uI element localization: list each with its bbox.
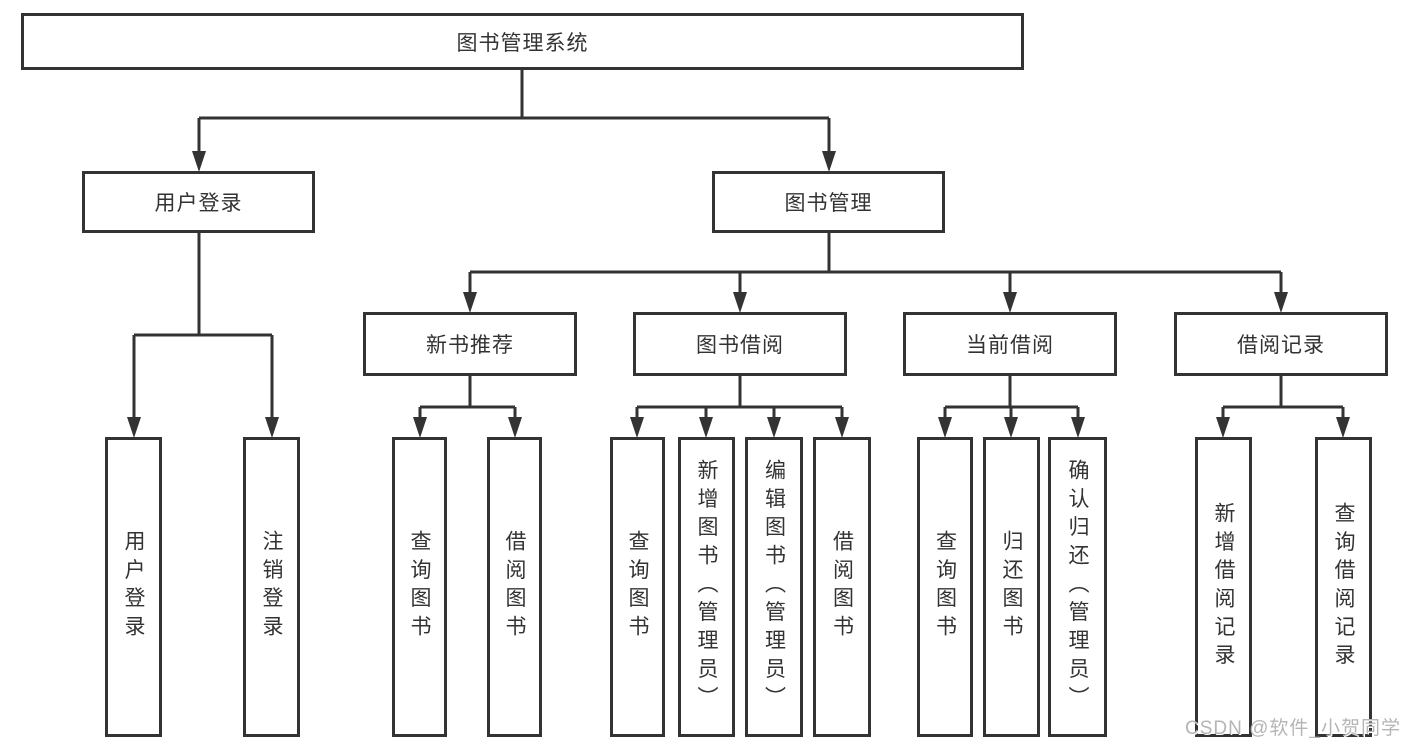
leaf-add-borrow-record: 新增借阅记录 (1195, 437, 1252, 737)
node-borrowing-records: 借阅记录 (1174, 312, 1388, 376)
node-label: 图书管理系统 (456, 31, 589, 55)
leaf-edit-books-admin: 编辑图书（管理员） (745, 437, 803, 737)
leaf-label: 查询图书 (408, 530, 431, 644)
leaf-label: 确认归还（管理员） (1066, 459, 1089, 715)
leaf-user-login: 用户登录 (105, 437, 162, 737)
leaf-label: 编辑图书（管理员） (762, 459, 786, 715)
node-label: 当前借阅 (966, 334, 1054, 357)
leaf-borrow-books: 借阅图书 (487, 437, 542, 737)
node-book-borrowing: 图书借阅 (633, 312, 847, 376)
leaf-confirm-return-admin: 确认归还（管理员） (1048, 437, 1107, 737)
node-label: 借阅记录 (1237, 334, 1325, 357)
node-label: 图书管理 (784, 192, 873, 215)
leaf-return-books: 归还图书 (983, 437, 1040, 737)
csdn-watermark: CSDN @软件_小贺同学 (1185, 718, 1401, 739)
leaf-add-books-admin: 新增图书（管理员） (678, 437, 735, 737)
leaf-label: 借阅图书 (830, 530, 854, 644)
leaf-label: 注销登录 (260, 530, 283, 644)
node-label: 用户登录 (154, 192, 243, 215)
leaf-label: 查询图书 (933, 530, 957, 644)
node-user-login: 用户登录 (82, 171, 315, 233)
leaf-query-borrow-record: 查询借阅记录 (1315, 437, 1372, 737)
leaf-label: 新增图书（管理员） (695, 459, 718, 715)
leaf-label: 查询借阅记录 (1332, 501, 1355, 673)
leaf-label: 归还图书 (1000, 530, 1023, 644)
node-current-borrowing: 当前借阅 (903, 312, 1117, 376)
leaf-query-books: 查询图书 (392, 437, 447, 737)
node-label: 图书借阅 (696, 334, 784, 357)
node-label: 新书推荐 (426, 334, 514, 357)
leaf-query-books: 查询图书 (917, 437, 973, 737)
leaf-label: 查询图书 (626, 530, 649, 644)
leaf-query-books: 查询图书 (610, 437, 665, 737)
node-book-management: 图书管理 (712, 171, 945, 233)
leaf-logout: 注销登录 (243, 437, 300, 737)
leaf-borrow-books: 借阅图书 (813, 437, 871, 737)
leaf-label: 用户登录 (122, 530, 145, 644)
leaf-label: 新增借阅记录 (1212, 501, 1235, 673)
node-library-management-system: 图书管理系统 (21, 13, 1024, 70)
leaf-label: 借阅图书 (503, 530, 526, 644)
node-new-book-recommendation: 新书推荐 (363, 312, 577, 376)
